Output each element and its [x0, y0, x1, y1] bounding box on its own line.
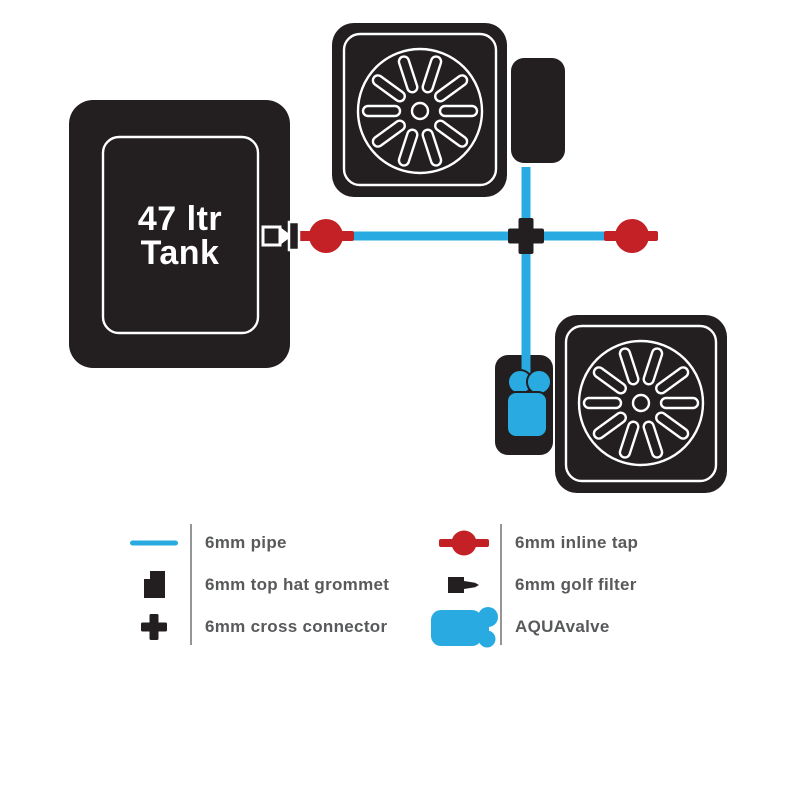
aquavalve-icon [428, 605, 500, 649]
inline-tap-right [604, 219, 658, 253]
lid-outer-circle [356, 47, 484, 175]
legend-label-pipe: 6mm pipe [205, 533, 287, 552]
legend-right-divider [500, 524, 502, 645]
lid-slot [642, 347, 664, 386]
tank-capacity-label: 47 ltr [138, 200, 222, 238]
legend-label-inline-tap: 6mm inline tap [515, 533, 639, 552]
lid-slot [659, 396, 700, 410]
top-hat-grommet-icon [287, 220, 301, 252]
lid-slot [592, 366, 627, 395]
legend-left-column: 6mm pipe 6mm top hat grommet 6mm cross c… [118, 522, 389, 648]
top-tray [511, 58, 565, 163]
inline-tap-icon [428, 526, 500, 560]
bottom-pot-inner-outline [564, 324, 718, 483]
legend-item-golf-filter: 6mm golf filter [428, 564, 638, 606]
lid-slot [434, 119, 469, 148]
top-hat-grommet-icon [118, 570, 190, 600]
legend-item-inline-tap: 6mm inline tap [428, 522, 638, 564]
legend-item-cross-connector: 6mm cross connector [118, 606, 389, 648]
aquavalve-float-right [526, 369, 552, 395]
lid-slot [618, 420, 640, 459]
pipe-icon [118, 538, 190, 548]
top-pot-module [332, 23, 565, 197]
top-pot-lid-pattern-icon [356, 47, 484, 175]
lid-slot [642, 420, 664, 459]
lid-slot [438, 104, 479, 118]
bottom-pot-lid-pattern-icon [577, 339, 705, 467]
top-pot-inner-outline [342, 32, 498, 187]
aquavalve-body [506, 391, 548, 438]
lid-slot [371, 119, 406, 148]
tank-outlet [261, 220, 301, 252]
lid-slot [361, 104, 402, 118]
lid-slot [397, 55, 419, 94]
legend-label-golf-filter: 6mm golf filter [515, 575, 637, 594]
filter-connector [280, 227, 292, 245]
legend-item-aquavalve: AQUAvalve [428, 606, 638, 648]
cross-connector-vertical-arm [518, 218, 534, 254]
legend-label-cross-connector: 6mm cross connector [205, 617, 388, 636]
tank-name-label: Tank [141, 234, 220, 272]
cross-connector [508, 218, 544, 254]
tank-inner-outline [101, 135, 260, 335]
lid-slot [397, 128, 419, 167]
tank: 47 ltr Tank [69, 100, 290, 368]
inline-tap-right-handle [615, 219, 649, 253]
diagram-canvas: 47 ltr Tank [69, 23, 727, 493]
lid-slot [434, 74, 469, 103]
legend-item-pipe: 6mm pipe [118, 522, 389, 564]
golf-filter-icon [428, 575, 500, 595]
legend-label-aquavalve: AQUAvalve [515, 617, 610, 636]
inline-tap-left-handle [309, 219, 343, 253]
legend-label-top-hat-grommet: 6mm top hat grommet [205, 575, 390, 594]
inline-tap-left [296, 219, 354, 253]
lid-slot [618, 347, 640, 386]
lid-center-hole [410, 101, 430, 121]
lid-slot [421, 128, 443, 167]
aquavalve [506, 369, 552, 438]
lid-slot [655, 366, 690, 395]
lid-slot [655, 411, 690, 440]
lid-center-hole [631, 393, 651, 413]
lid-slot [582, 396, 623, 410]
legend-right-column: 6mm inline tap 6mm golf filter AQUAv [428, 522, 638, 648]
lid-slot [592, 411, 627, 440]
cross-connector-icon [118, 613, 190, 641]
tank-body [69, 100, 290, 368]
lid-slot [421, 55, 443, 94]
lid-slot [371, 74, 406, 103]
lid-outer-circle [577, 339, 705, 467]
legend-item-top-hat-grommet: 6mm top hat grommet [118, 564, 389, 606]
legend-left-divider [190, 524, 192, 645]
